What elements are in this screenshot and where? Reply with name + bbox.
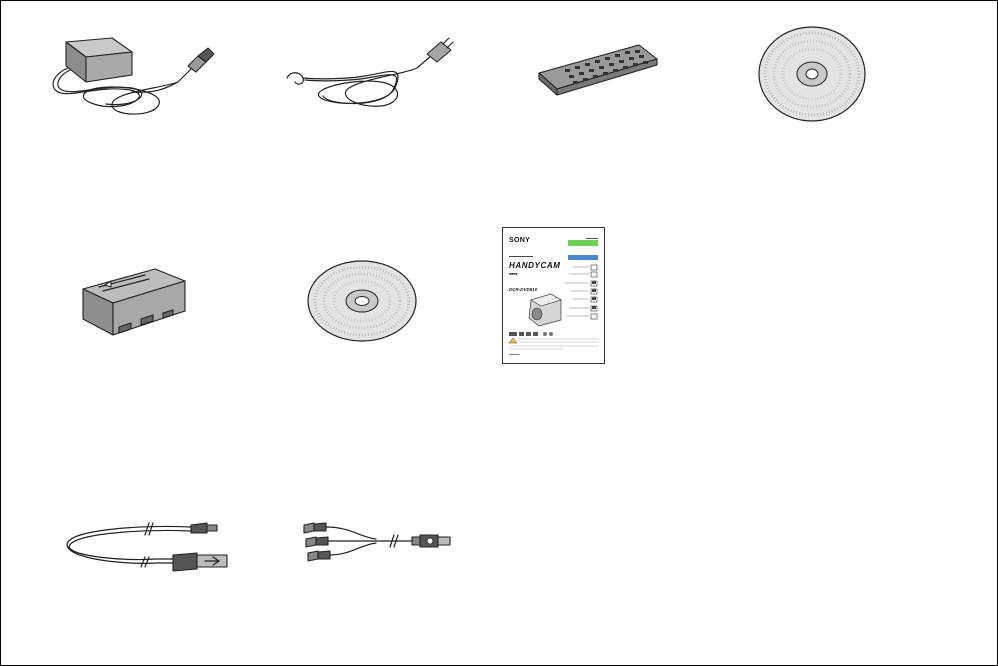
manual-artwork	[503, 228, 606, 365]
ac-adaptor-icon	[40, 30, 230, 130]
remote-control-icon	[535, 33, 670, 103]
manual-copyright: ▬▬▬▬	[509, 353, 519, 356]
disc-icon	[305, 253, 420, 353]
disc-icon	[755, 18, 870, 133]
usb-cable-icon	[65, 515, 235, 585]
av-cable-icon	[300, 515, 465, 575]
power-cord-icon	[285, 30, 465, 120]
battery-pack-icon	[75, 255, 195, 345]
instruction-manual-icon: SONY ▬▬▬▬ ▬▬▬▬▬▬▬▬ HANDYCAM ■■■■ DCR-DVD…	[502, 227, 605, 364]
